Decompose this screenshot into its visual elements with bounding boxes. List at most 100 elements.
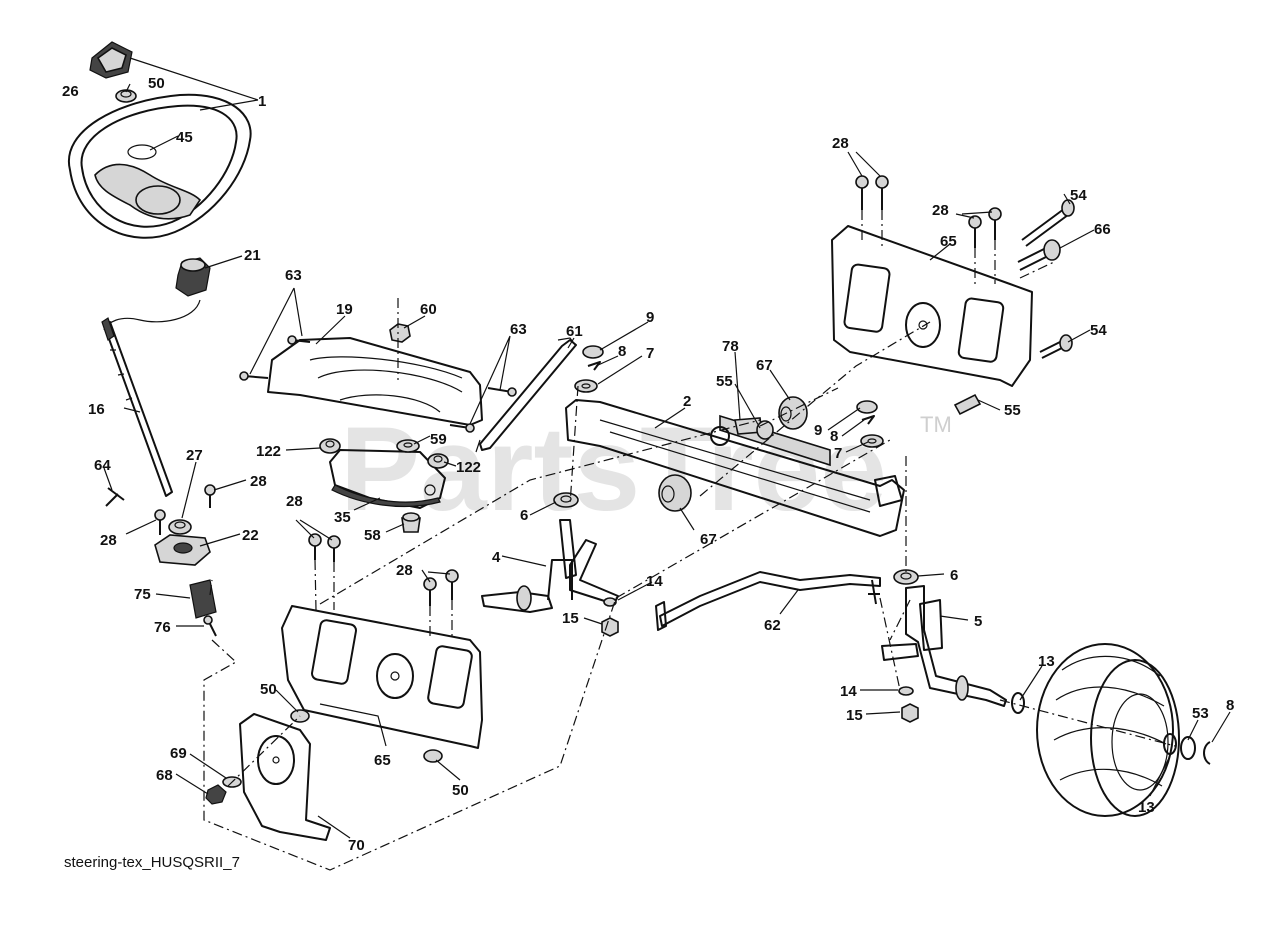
callout-67: 67 <box>700 531 717 548</box>
callout-2: 2 <box>683 393 691 410</box>
spindle-5[interactable] <box>881 585 1007 707</box>
bolts-28-flange[interactable] <box>154 484 216 535</box>
bushing-27[interactable] <box>168 519 192 535</box>
callout-28: 28 <box>286 493 303 510</box>
callout-53: 53 <box>1192 705 1209 722</box>
callout-58: 58 <box>364 527 381 544</box>
callout-15: 15 <box>846 707 863 724</box>
washer-7-left[interactable] <box>574 379 598 393</box>
screw-76[interactable] <box>203 615 217 637</box>
pivot-bushing-67-upper[interactable] <box>778 396 808 430</box>
callout-50: 50 <box>452 782 469 799</box>
callout-4: 4 <box>492 549 501 566</box>
bearing-flange-22[interactable] <box>154 534 211 566</box>
steering-wheel-cap[interactable] <box>89 41 133 79</box>
callout-8: 8 <box>618 343 626 360</box>
callout-6: 6 <box>950 567 958 584</box>
mount-plate-65-left[interactable] <box>281 605 483 749</box>
wheel-nut-50[interactable] <box>115 89 137 103</box>
bracket-70[interactable] <box>239 713 331 841</box>
adapter-guide-line <box>103 299 201 331</box>
callout-63: 63 <box>285 267 302 284</box>
washer-6-right[interactable] <box>893 569 919 585</box>
callout-16: 16 <box>88 401 105 418</box>
callout-61: 61 <box>566 323 583 340</box>
callout-35: 35 <box>334 509 351 526</box>
callout-66: 66 <box>1094 221 1111 238</box>
cap-9-right[interactable] <box>856 400 878 414</box>
spindle-4[interactable] <box>481 519 619 613</box>
callout-6: 6 <box>520 507 528 524</box>
washer-14-right[interactable] <box>898 686 914 696</box>
callout-14: 14 <box>646 573 663 590</box>
callout-65: 65 <box>940 233 957 250</box>
bolt-58[interactable] <box>401 512 421 533</box>
callout-122: 122 <box>456 459 481 476</box>
steering-plate-19[interactable] <box>267 337 483 426</box>
callout-15: 15 <box>562 610 579 627</box>
callout-28: 28 <box>832 135 849 152</box>
nut-15-right[interactable] <box>901 703 919 723</box>
washer-53[interactable] <box>1180 736 1196 760</box>
bolts-28-left-plate[interactable] <box>308 533 459 606</box>
steering-shaft-16[interactable] <box>101 317 173 497</box>
nut-68[interactable] <box>205 784 227 805</box>
bolt-64[interactable] <box>105 487 125 507</box>
nut-15-left[interactable] <box>601 617 619 637</box>
callout-70: 70 <box>348 837 365 854</box>
callout-59: 59 <box>430 431 447 448</box>
watermark-tm: TM <box>920 412 952 437</box>
spacer-122-left[interactable] <box>319 438 341 454</box>
mount-plate-65-right[interactable] <box>831 225 1033 387</box>
washer-14-left[interactable] <box>603 597 617 607</box>
clip-8-left[interactable] <box>587 361 601 371</box>
callout-60: 60 <box>420 301 437 318</box>
callout-28: 28 <box>932 202 949 219</box>
clip-8-wheel[interactable] <box>1203 741 1211 765</box>
clip-8-right[interactable] <box>861 415 875 425</box>
steering-wheel[interactable] <box>67 93 252 239</box>
callout-26: 26 <box>62 83 79 100</box>
callout-1: 1 <box>258 93 266 110</box>
callout-63: 63 <box>510 321 527 338</box>
bolts-63-left[interactable] <box>239 335 311 381</box>
callout-labels: 1 26 50 45 21 63 19 60 63 61 9 8 7 78 67… <box>62 75 1234 854</box>
callout-67: 67 <box>756 357 773 374</box>
washer-13-outer[interactable] <box>1163 733 1177 755</box>
spacer-122-right[interactable] <box>427 453 449 469</box>
washer-13-inner[interactable] <box>1011 692 1025 714</box>
callout-28: 28 <box>250 473 267 490</box>
callout-28: 28 <box>396 562 413 579</box>
bolts-28-top-right[interactable] <box>855 175 1002 248</box>
bolt-54-upper[interactable] <box>1021 199 1075 247</box>
callout-50: 50 <box>148 75 165 92</box>
drag-link-61[interactable] <box>475 337 577 453</box>
callout-7: 7 <box>646 345 654 362</box>
sector-gear-35[interactable] <box>329 449 446 509</box>
callout-68: 68 <box>156 767 173 784</box>
callout-45: 45 <box>176 129 193 146</box>
callout-50: 50 <box>260 681 277 698</box>
diagram-caption: steering-tex_HUSQSRII_7 <box>64 854 240 871</box>
steering-adapter-21[interactable] <box>175 257 211 297</box>
callout-28: 28 <box>100 532 117 549</box>
washer-59[interactable] <box>396 439 420 453</box>
tie-rod-62[interactable] <box>655 571 881 631</box>
callout-13: 13 <box>1038 653 1055 670</box>
washer-7-right[interactable] <box>860 434 884 448</box>
callout-122: 122 <box>256 443 281 460</box>
bolt-54-lower[interactable] <box>1039 334 1073 359</box>
callout-55: 55 <box>1004 402 1021 419</box>
cap-9-left[interactable] <box>582 345 604 359</box>
leader-lines <box>103 57 1231 839</box>
pivot-bushing-67-lower[interactable] <box>658 474 692 512</box>
nut-50-right[interactable] <box>423 749 443 763</box>
washer-6-left[interactable] <box>553 492 579 508</box>
front-wheel[interactable] <box>1036 643 1180 817</box>
bolt-66[interactable] <box>1017 239 1061 271</box>
callout-8: 8 <box>830 428 838 445</box>
pinion-gear-75[interactable] <box>189 579 217 619</box>
bushing-55-right[interactable] <box>953 393 982 416</box>
callout-69: 69 <box>170 745 187 762</box>
